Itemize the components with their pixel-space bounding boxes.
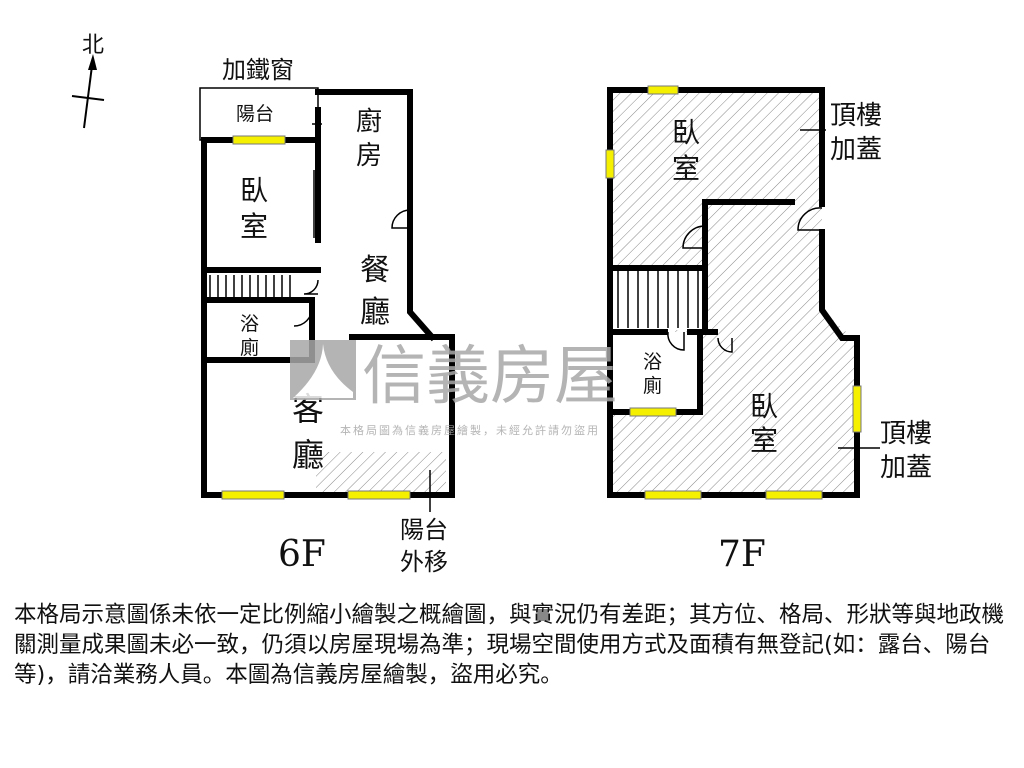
svg-text:加蓋: 加蓋 (830, 135, 882, 165)
room-label-bedroom: 臥 (240, 174, 268, 207)
iron-window-label: 加鐵窗 (222, 56, 294, 84)
window (629, 407, 677, 417)
door-6f (391, 209, 411, 229)
window (232, 135, 286, 145)
moved-balcony-area (316, 452, 446, 492)
door-6f (312, 109, 322, 125)
label-rooftop-addition: 頂樓 (830, 101, 882, 131)
svg-text:廁: 廁 (643, 374, 662, 397)
room-label-bedroom-upper: 臥 (672, 116, 700, 149)
door-7f (667, 331, 685, 351)
door-6f (293, 307, 313, 327)
room-label-kitchen: 廚 (356, 107, 382, 137)
window (644, 490, 702, 500)
svg-text:外移: 外移 (400, 548, 448, 576)
stairs-7f (617, 270, 699, 328)
svg-text:房: 房 (356, 141, 382, 171)
north-arrow-icon (71, 54, 105, 129)
north-label: 北 (82, 33, 104, 58)
room-label-bath-7f: 浴 (643, 351, 662, 373)
room-label-balcony: 陽台 (236, 103, 274, 125)
label-rooftop-addition: 頂樓 (880, 419, 932, 449)
brand-logo-icon (290, 340, 356, 400)
floor-6f: 陽台 廚 房 臥 室 餐 廳 浴 廁 客 廳 陽台 外移 6F (199, 87, 455, 576)
door-7f (797, 207, 823, 231)
room-label-bedroom-lower: 臥 (750, 390, 778, 423)
room-label-bath: 浴 (240, 313, 259, 335)
watermark-notice: 本格局圖為信義房屋繪製，未經允許請勿盜用 (340, 423, 600, 437)
floor-plan: 北 加鐵窗 陽台 廚 房 臥 室 餐 廳 浴 廁 客 廳 陽台 外移 6F (71, 33, 932, 576)
floor-label-7f: 7F (718, 534, 766, 575)
room-label-dining: 餐 (360, 253, 390, 288)
svg-text:室: 室 (750, 424, 778, 457)
door-6f (303, 279, 319, 295)
window (221, 490, 285, 500)
window (605, 149, 615, 179)
door-7f (717, 337, 733, 353)
svg-text:室: 室 (672, 152, 700, 185)
window (852, 385, 862, 433)
svg-text:廳: 廳 (360, 295, 390, 330)
stairs-6f (209, 275, 291, 298)
svg-text:室: 室 (240, 210, 268, 243)
svg-text:加蓋: 加蓋 (880, 453, 932, 483)
svg-text:廁: 廁 (240, 336, 259, 359)
watermark-brand: 信義房屋 (362, 340, 618, 414)
label-balcony-moved: 陽台 (400, 516, 448, 544)
floor-label-6f: 6F (278, 534, 326, 575)
svg-text:廳: 廳 (292, 436, 324, 474)
disclaimer-text: 本格局示意圖係未依一定比例縮小繪製之概繪圖，與實況仍有差距；其方位、格局、形狀等… (14, 602, 1005, 688)
window (647, 85, 679, 95)
watermark: 信義房屋 本格局圖為信義房屋繪製，未經允許請勿盜用 (290, 340, 618, 437)
window (347, 490, 411, 500)
door-7f (682, 225, 706, 249)
floor-7f: 臥 室 浴 廁 臥 室 頂樓 加蓋 頂樓 加蓋 7F (605, 85, 932, 575)
window (765, 490, 823, 500)
